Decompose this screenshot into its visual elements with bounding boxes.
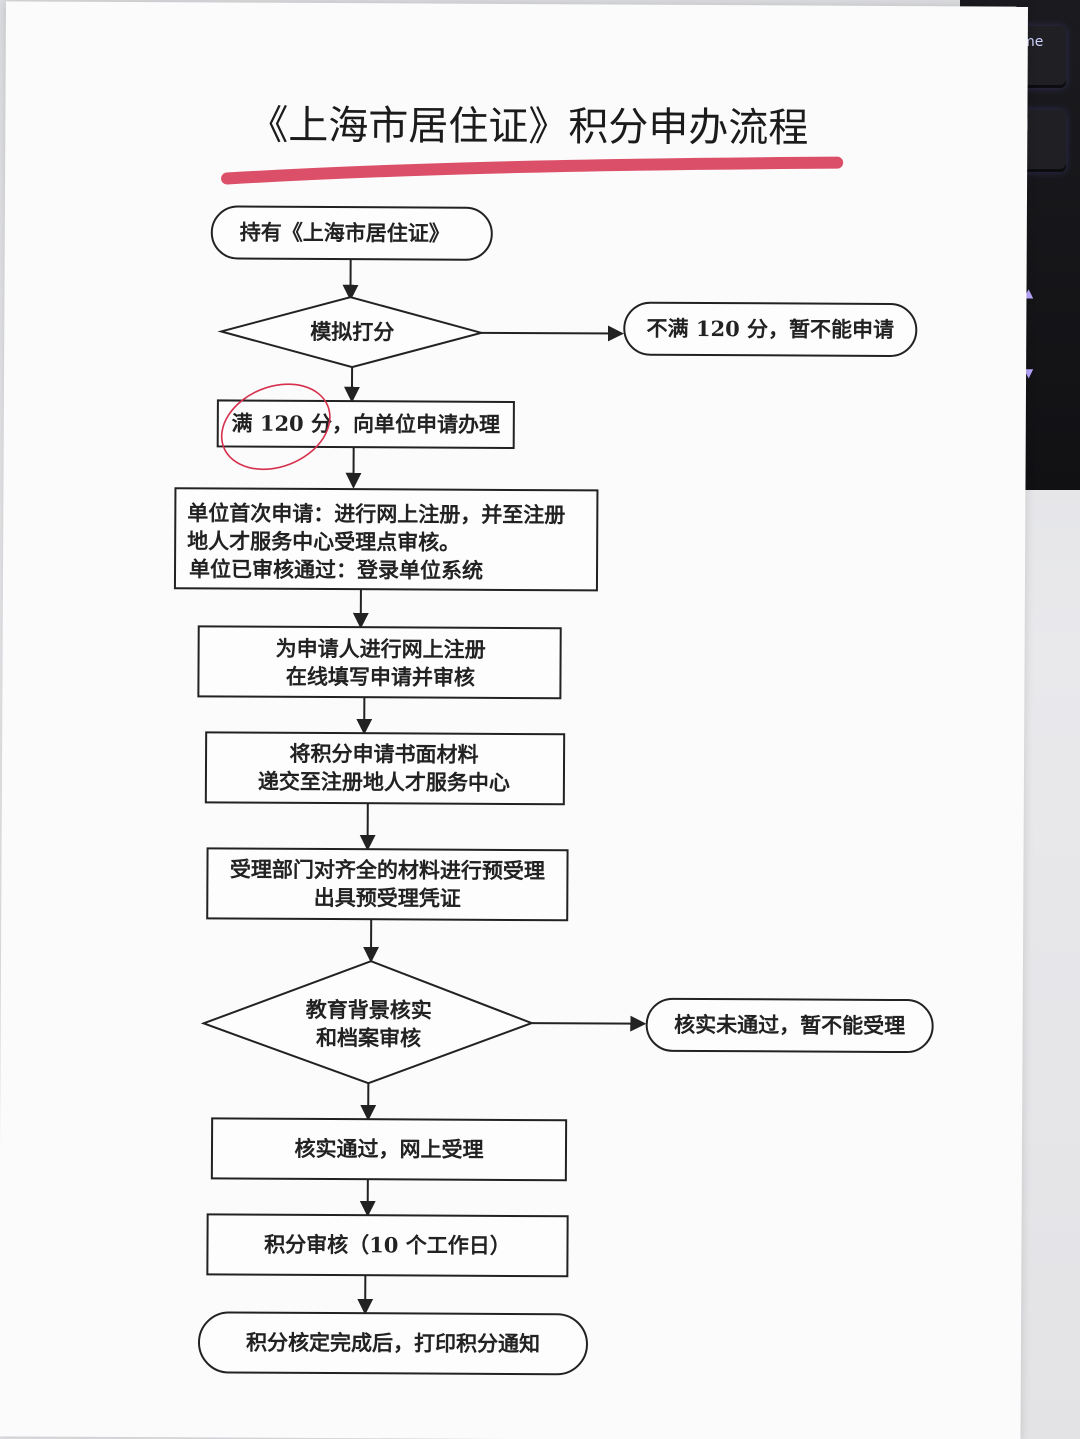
node-submit-materials-line1: 将积分申请书面材料: [290, 741, 479, 767]
node-applicant-register: [197, 625, 562, 700]
node-submit-materials-line2: 递交至注册地人才服务中心: [258, 769, 510, 795]
arrow-down-icon: ▼: [1024, 366, 1034, 380]
node-apply-unit: [216, 399, 515, 449]
node-applicant-register-line2: 在线填写申请并审核: [286, 664, 475, 690]
node-unit-register: [173, 487, 599, 592]
flowchart: 《上海市居住证》积分申办流程 持有《上海市居住证》 模拟打分 不满 120: [173, 103, 934, 1376]
node-verify-line1: 教育背景核实: [306, 997, 432, 1023]
node-pre-accept: [206, 847, 569, 922]
node-applicant-register-line1: 为申请人进行网上注册: [276, 636, 486, 662]
node-apply-unit-label: 满 120 分，向单位申请办理: [232, 411, 501, 437]
node-reject-score-label: 不满 120 分，暂不能申请: [647, 316, 895, 342]
node-online-accept-label: 核实通过，网上受理: [294, 1136, 483, 1162]
title-underline: [221, 156, 844, 185]
node-unit-register-line3: 单位已审核通过：登录单位系统: [189, 556, 483, 583]
node-end: [197, 1311, 588, 1376]
arrow-up-icon: ▲: [1024, 286, 1034, 300]
node-start-label: 持有《上海市居住证》: [240, 220, 450, 246]
node-unit-register-line1: 单位首次申请：进行网上注册，并至注册: [187, 500, 565, 527]
node-reject-verify-label: 核实未通过，暂不能受理: [674, 1012, 905, 1038]
paper-sheet: 《上海市居住证》积分申办流程 持有《上海市居住证》 模拟打分 不满 120: [0, 1, 1028, 1439]
red-circle-annotation: [220, 383, 331, 471]
edge-simulate-reject: [481, 325, 624, 342]
node-review: [206, 1213, 569, 1278]
node-pre-accept-line2: 出具预受理凭证: [314, 885, 461, 911]
node-online-accept: [210, 1117, 568, 1182]
node-simulate: [217, 296, 486, 369]
node-verify-line2: 和档案审核: [316, 1025, 421, 1051]
node-simulate-label: 模拟打分: [310, 319, 394, 344]
node-submit-materials: [204, 731, 566, 806]
node-unit-register-line2: 地人才服务中心受理点审核。: [187, 528, 460, 554]
node-reject-verify: [645, 997, 934, 1054]
node-pre-accept-line1: 受理部门对齐全的材料进行预受理: [230, 857, 545, 884]
edge-verify-reject: [531, 1015, 647, 1032]
node-review-label: 积分审核（10 个工作日）: [264, 1232, 511, 1258]
node-end-label: 积分核定完成后，打印积分通知: [246, 1330, 540, 1357]
node-start: [210, 205, 493, 261]
page-title: 《上海市居住证》积分申办流程: [248, 103, 808, 152]
node-reject-score: [623, 301, 918, 357]
node-verify: [200, 960, 535, 1085]
